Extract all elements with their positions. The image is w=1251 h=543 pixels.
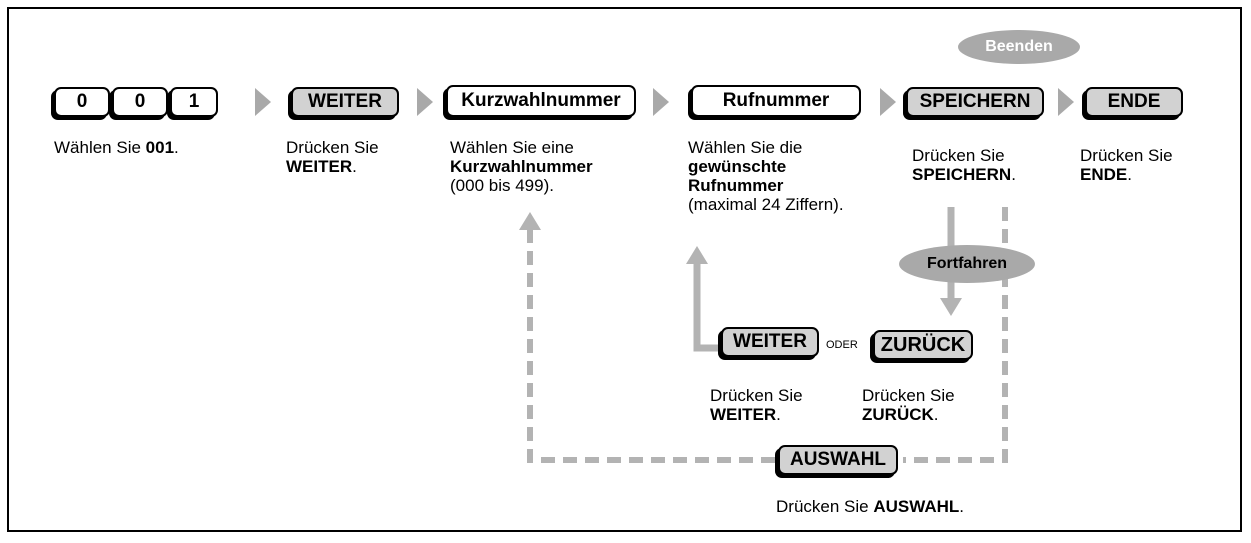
key-0-second[interactable]: 0 <box>112 87 168 117</box>
step-auswahl-text: Drücken Sie AUSWAHL. <box>776 497 965 516</box>
dashed-return-arrowhead <box>519 212 541 230</box>
key-0-first[interactable]: 0 <box>54 87 110 117</box>
diagram-frame <box>7 7 1242 532</box>
weiter-to-rufnummer-arrowhead <box>686 246 708 264</box>
dashed-return-path <box>527 207 1008 463</box>
key-1[interactable]: 1 <box>170 87 218 117</box>
weiter-to-rufnummer-line <box>693 262 718 352</box>
flow-arrow-icon <box>1058 88 1074 116</box>
beenden-pill: Beenden <box>958 30 1080 64</box>
weiter-key-second[interactable]: WEITER <box>721 327 819 357</box>
speichern-key[interactable]: SPEICHERN <box>906 87 1044 117</box>
step-001-text: Wählen Sie 001. <box>54 138 179 157</box>
fortfahren-pill: Fortfahren <box>899 245 1035 283</box>
zurueck-key[interactable]: ZURÜCK <box>873 330 973 360</box>
speichern-to-zurueck-arrowhead <box>940 298 962 316</box>
oder-label: ODER <box>826 339 858 351</box>
rufnummer-key[interactable]: Rufnummer <box>691 85 861 117</box>
flow-arrow-icon <box>255 88 271 116</box>
kurzwahlnummer-key[interactable]: Kurzwahlnummer <box>446 85 636 117</box>
ende-key[interactable]: ENDE <box>1085 87 1183 117</box>
flow-arrow-icon <box>417 88 433 116</box>
flow-arrow-icon <box>653 88 669 116</box>
auswahl-key[interactable]: AUSWAHL <box>778 445 898 475</box>
weiter-key[interactable]: WEITER <box>291 87 399 117</box>
flow-arrow-icon <box>880 88 896 116</box>
